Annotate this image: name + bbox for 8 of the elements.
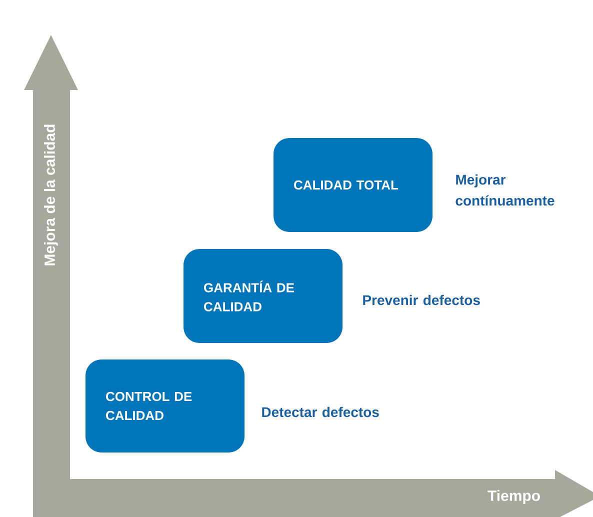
- side-text: Prevenir defectos: [363, 294, 480, 306]
- side-text: Mejorar contínuamente: [456, 174, 554, 206]
- axis-label: Tiempo: [488, 490, 540, 504]
- side-text: Detectar defectos: [262, 406, 379, 418]
- process-box: CALIDAD TOTAL: [274, 138, 432, 232]
- axis-label: Mejora de la calidad: [44, 124, 58, 266]
- process-box: CONTROL DE CALIDAD: [86, 360, 244, 452]
- process-box: GARANTÍA DE CALIDAD: [184, 249, 342, 343]
